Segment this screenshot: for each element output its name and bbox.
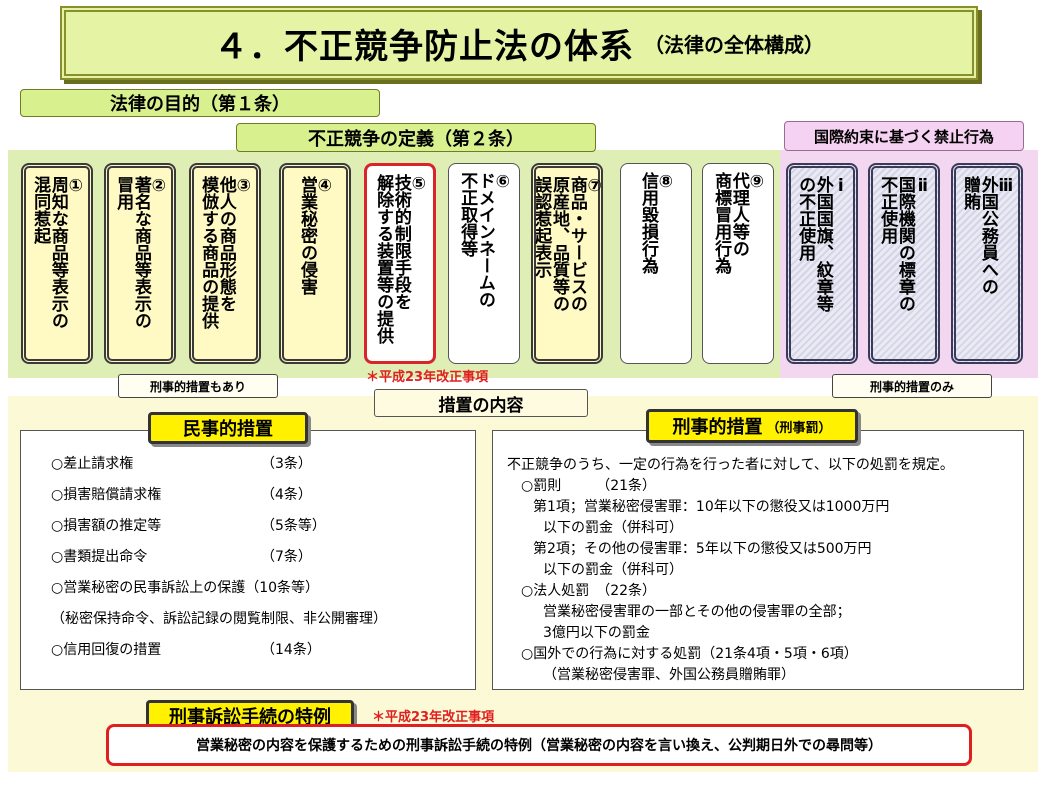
card-text-line: 冒用 bbox=[113, 176, 134, 210]
card-text-line: ⅲ bbox=[995, 176, 1016, 196]
civil-item: ○営業秘密の民事訴訟上の保護（10条等） bbox=[51, 577, 387, 608]
civil-item-label: ○損害額の推定等 bbox=[51, 518, 162, 534]
civil-item: （秘密保持命令、訴訟記録の閲覧制限、非公開審理） bbox=[51, 608, 387, 639]
civil-item-label: ○営業秘密の民事訴訟上の保護（10条等） bbox=[51, 580, 320, 596]
title-main: ４．不正競争防止法の体系 bbox=[214, 26, 634, 67]
criminal-header: 刑事的措置 （刑事罰） bbox=[646, 409, 858, 443]
card-text-line: 他人の商品形態を bbox=[215, 176, 236, 312]
international-label: 国際約束に基づく禁止行為 bbox=[784, 121, 1024, 151]
card-text-line: ⑨ bbox=[746, 172, 767, 192]
criminal-also-note: 刑事的措置もあり bbox=[118, 374, 278, 398]
civil-item-article: （5条等） bbox=[261, 518, 326, 534]
card-text-line: 技術的制限手段を bbox=[390, 174, 411, 310]
card-text-line: 商品・サービスの bbox=[566, 176, 587, 312]
page-title: ４．不正競争防止法の体系 （法律の全体構成） bbox=[60, 6, 978, 80]
criminal-line: ○国外での行為に対する処罰（21条4項・5項・6項） bbox=[521, 646, 858, 662]
card-text-line: ⑤ bbox=[408, 174, 429, 194]
card-text-line: ⅱ bbox=[912, 176, 933, 196]
civil-item: ○差止請求権 （3条） bbox=[51, 453, 387, 484]
civil-item: ○損害額の推定等 （5条等） bbox=[51, 515, 387, 546]
civil-item: ○損害賠償請求権 （4条） bbox=[51, 484, 387, 515]
card-text-line: ③ bbox=[233, 176, 254, 196]
revision-note-bottom: ＊平成23年改正事項 bbox=[372, 710, 495, 725]
civil-header: 民事的措置 bbox=[148, 412, 308, 444]
criminal-line: 不正競争のうち、一定の行為を行った者に対して、以下の処罰を規定。 bbox=[507, 457, 954, 473]
criminal-line: 第2項；その他の侵害罪：5年以下の懲役又は500万円 bbox=[533, 541, 872, 557]
civil-item-article: （4条） bbox=[261, 487, 312, 503]
card-text-line: 原産地、品質等の bbox=[549, 176, 569, 312]
civil-panel: ○差止請求権 （3条） ○損害賠償請求権 （4条） ○損害額の推定等 （5条等） ○書類提出… bbox=[20, 430, 476, 690]
card-text-line: 贈賄 bbox=[960, 176, 981, 210]
procedure-text: 営業秘密の内容を保護するための刑事訴訟手続の特例（営業秘密の内容を言い換え、公判… bbox=[196, 738, 882, 754]
civil-item: ○信用回復の措置 （14条） bbox=[51, 639, 387, 670]
card-text-line: 周知な商品等表示の bbox=[47, 176, 68, 329]
civil-item-article: （7条） bbox=[261, 549, 312, 565]
card-text-line: ドメインネームの bbox=[474, 172, 495, 308]
procedure-box: 営業秘密の内容を保護するための刑事訴訟手続の特例（営業秘密の内容を言い換え、公判… bbox=[106, 724, 972, 766]
card-text-line: ⑦ bbox=[584, 176, 605, 196]
card-text-line: 営業秘密の侵害 bbox=[297, 176, 317, 295]
criminal-line: 3億円以下の罰金 bbox=[543, 625, 650, 641]
criminal-line: （営業秘密侵害罪、外国公務員贈賄罪） bbox=[543, 667, 795, 683]
card-text-line: ② bbox=[148, 176, 169, 196]
civil-item-label: ○書類提出命令 bbox=[51, 549, 148, 565]
criminal-line: 第1項；営業秘密侵害罪：10年以下の懲役又は1000万円 bbox=[533, 499, 890, 515]
card-text-line: 国際機関の標章の bbox=[894, 176, 915, 312]
criminal-line: ○罰則 （21条） bbox=[521, 478, 657, 494]
card-text-line: ⑧ bbox=[655, 172, 676, 192]
civil-item-article: （14条） bbox=[261, 642, 321, 658]
civil-list: ○差止請求権 （3条） ○損害賠償請求権 （4条） ○損害額の推定等 （5条等） ○書類提出… bbox=[51, 453, 387, 670]
card-text-line: 商標冒用行為 bbox=[711, 172, 732, 274]
civil-item-label: ○損害賠償請求権 bbox=[51, 487, 162, 503]
revision-note-top: ＊平成23年改正事項 bbox=[366, 370, 489, 385]
card-text-line: ⅰ bbox=[830, 176, 851, 196]
card-text-line: ④ bbox=[314, 176, 335, 196]
criminal-line: ○法人処罰 （22条） bbox=[521, 583, 657, 599]
card-text-line: 不正取得等 bbox=[457, 172, 478, 257]
civil-item-article: （3条） bbox=[261, 456, 312, 472]
civil-item-label: ○信用回復の措置 bbox=[51, 642, 162, 658]
card-text-line: 解除する装置等の提供 bbox=[373, 174, 394, 344]
definition-label: 不正競争の定義（第２条） bbox=[236, 123, 596, 152]
card-text-line: の不正使用 bbox=[795, 176, 816, 261]
card-text-line: 代理人等の bbox=[728, 172, 749, 257]
card-text-line: 外国国旗、紋章等 bbox=[812, 176, 833, 312]
criminal-line: 以下の罰金（併科可） bbox=[543, 562, 683, 578]
card-text-line: 信用毀損行為 bbox=[638, 172, 658, 274]
criminal-list: 不正競争のうち、一定の行為を行った者に対して、以下の処罰を規定。 ○罰則 （21条… bbox=[507, 455, 954, 686]
card-text-line: ⑥ bbox=[492, 172, 513, 192]
card-text-line: 著名な商品等表示の bbox=[130, 176, 151, 329]
criminal-header-sub: （刑事罰） bbox=[766, 420, 832, 436]
criminal-line: 営業秘密侵害罪の一部とその他の侵害罪の全部； bbox=[543, 604, 851, 620]
criminal-panel: 不正競争のうち、一定の行為を行った者に対して、以下の処罰を規定。 ○罰則 （21条… bbox=[492, 430, 1024, 690]
purpose-label: 法律の目的（第１条） bbox=[20, 89, 380, 117]
criminal-only-note: 刑事的措置のみ bbox=[832, 374, 992, 398]
card-text-line: 混同惹起 bbox=[30, 176, 51, 244]
card-text-line: 不正使用 bbox=[877, 176, 898, 244]
card-text-line: ① bbox=[65, 176, 86, 196]
civil-item-label: （秘密保持命令、訴訟記録の閲覧制限、非公開審理） bbox=[51, 611, 387, 627]
criminal-line: 以下の罰金（併科可） bbox=[543, 520, 683, 536]
criminal-header-title: 刑事的措置 bbox=[672, 417, 763, 438]
measures-label: 措置の内容 bbox=[374, 389, 588, 417]
card-text-line: 外国公務員への bbox=[977, 176, 998, 295]
civil-item: ○書類提出命令 （7条） bbox=[51, 546, 387, 577]
card-text-line: 誤認惹起表示 bbox=[531, 176, 552, 278]
card-text-line: 模倣する商品の提供 bbox=[198, 176, 219, 329]
title-sub: （法律の全体構成） bbox=[644, 32, 824, 57]
civil-item-label: ○差止請求権 bbox=[51, 456, 134, 472]
